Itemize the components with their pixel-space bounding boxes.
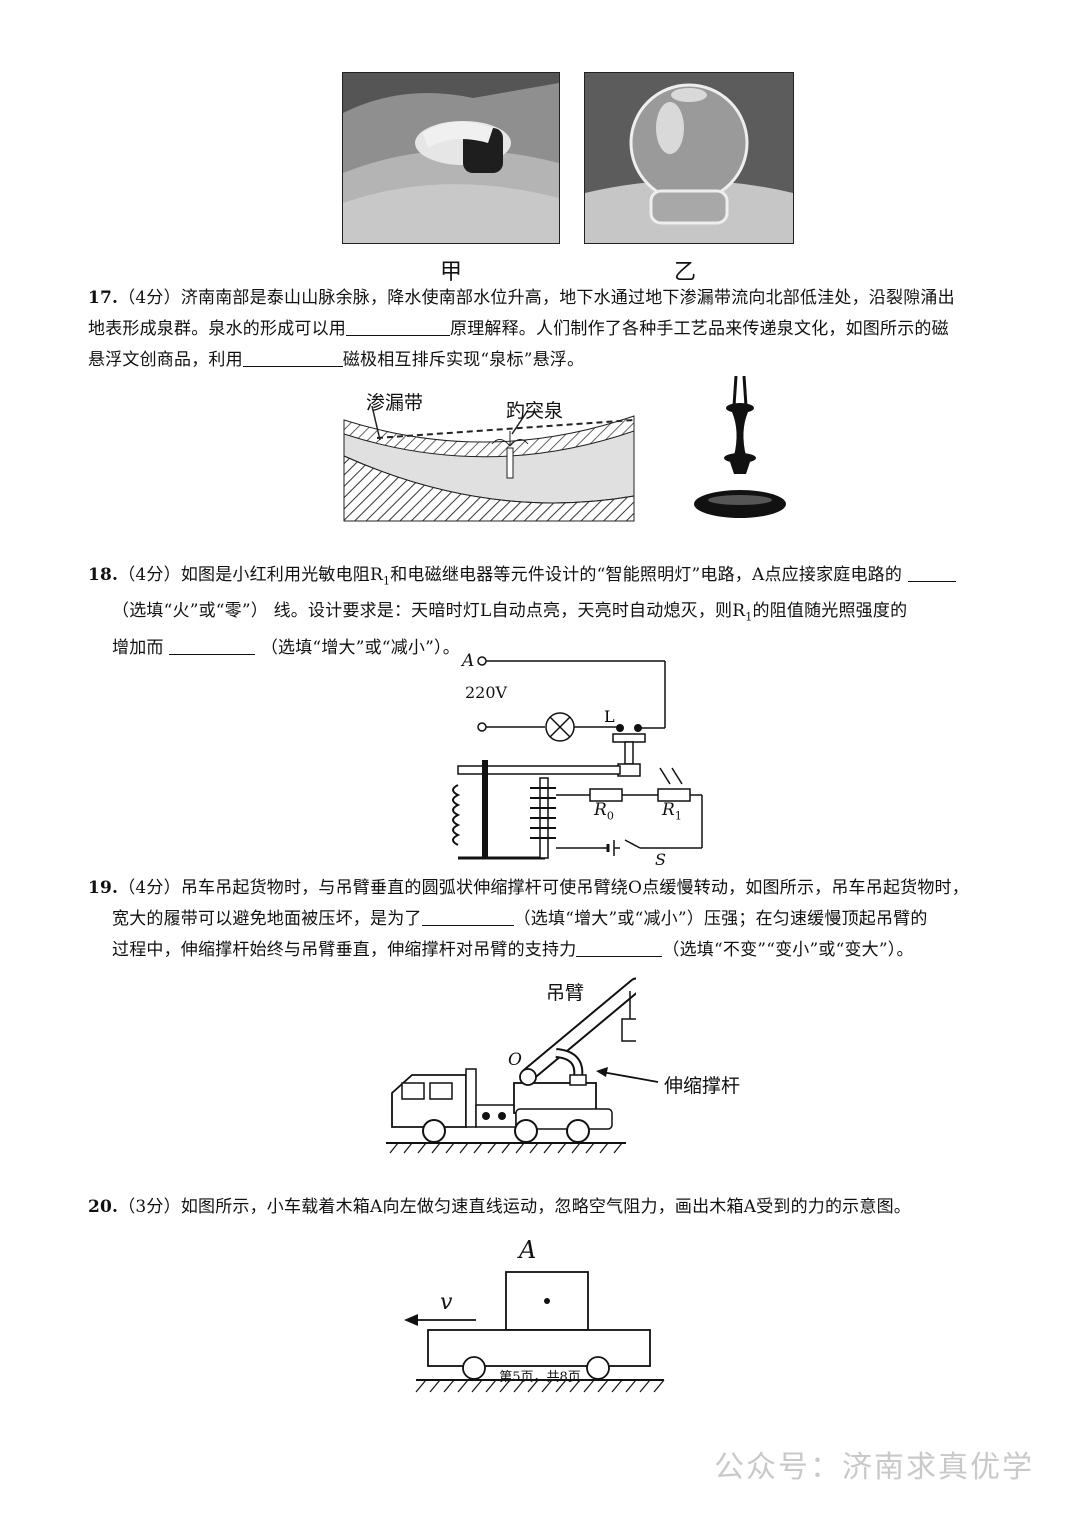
label-baotu-spring: 趵突泉 [506,400,564,422]
crane-diagram [386,977,636,1154]
circuit-label-voltage: 220V [465,683,508,702]
circuit-label-switch: S [655,850,666,869]
question-text: （选填“增大”或“减小”）。 [260,637,460,658]
question-text: （选填“不变”“变小”或“变大”）。 [662,940,914,960]
photo-jia [342,72,560,244]
question-text: 增加而 [112,637,164,658]
question-text: 悬浮文创商品，利用 [88,350,243,370]
question-text: 过程中，伸缩撑杆始终与吊臂垂直，伸缩撑杆对吊臂的支持力 [112,940,577,960]
relay-circuit-diagram: L [452,656,703,860]
answer-blank[interactable] [576,938,663,957]
question-text: 磁极相互排斥实现“泉标”悬浮。 [342,350,585,370]
watermark: 公众号：济南求真优学 [714,1450,1034,1485]
question-score: （4分） [118,878,181,898]
question-number: 20. [88,1197,119,1217]
answer-blank[interactable] [907,563,956,582]
question-text: 原理解释。人们制作了各种手工艺品来传递泉文化，如图所示的磁 [450,319,949,339]
question-17: 17.（4分）济南南部是泰山山脉余脉，降水使南部水位升高，地下水通过地下渗漏带流… [88,283,1053,376]
circuit-label-r0: R0 [594,800,614,823]
answer-blank[interactable] [346,317,450,336]
answer-blank[interactable] [242,348,343,367]
question-text: （选填“增大”或“减小”）压强；在匀速缓慢顶起吊臂的 [513,909,928,929]
label-crane-arm: 吊臂 [546,982,585,1004]
spring-diagram [343,405,635,522]
label-velocity-v: v [440,1290,453,1315]
question-number: 17. [88,288,119,308]
circuit-label-r1: R1 [662,800,682,823]
photo-caption-yi: 乙 [674,260,697,285]
subscript: 1 [745,610,753,624]
label-seep-zone: 渗漏带 [366,392,424,414]
label-pivot-o: O [508,1050,522,1070]
question-text: （选填“火”或“零”） 线。设计要求是：天暗时灯L自动点亮，天亮时自动熄灭，则R [112,601,746,622]
photo-caption-jia: 甲 [440,260,463,285]
question-text: 如图是小红利用光敏电阻R [180,565,384,585]
label-telescopic-strut: 伸缩撑杆 [664,1075,741,1097]
question-text: 吊车吊起货物时，与吊臂垂直的圆弧状伸缩撑杆可使吊臂绕O点缓慢转动，如图所示，吊车… [180,878,969,898]
strut-pointer-arrow [596,1067,659,1083]
photo-yi-image [585,73,793,243]
page-footer: 第5页，共8页 [499,1370,581,1385]
question-text: 地表形成泉群。泉水的形成可以用 [88,319,346,339]
label-box-a: A [519,1236,537,1264]
question-score: （4分） [118,565,181,585]
cart-box-diagram [404,1271,665,1393]
question-number: 19. [88,878,119,898]
answer-blank[interactable] [169,636,256,655]
photo-yi [584,72,794,244]
question-text: 如图所示，小车载着木箱A向左做匀速直线运动，忽略空气阻力，画出木箱A受到的力的示… [180,1197,911,1217]
question-text: 和电磁继电器等元件设计的“智能照明灯”电路，A点应接家庭电路的 [390,565,903,585]
question-18: 18.（4分）如图是小红利用光敏电阻R1和电磁继电器等元件设计的“智能照明灯”电… [88,560,1053,664]
question-score: （3分） [118,1197,181,1217]
question-20: 20.（3分）如图所示，小车载着木箱A向左做匀速直线运动，忽略空气阻力，画出木箱… [88,1192,1053,1223]
answer-blank[interactable] [421,907,514,926]
maglev-spring-logo [694,376,786,518]
question-score: （4分） [118,288,181,308]
question-text: 济南南部是泰山山脉余脉，降水使南部水位升高，地下水通过地下渗漏带流向北部低洼处，… [180,288,955,308]
question-number: 18. [88,565,119,585]
question-19: 19.（4分）吊车吊起货物时，与吊臂垂直的圆弧状伸缩撑杆可使吊臂绕O点缓慢转动，… [88,873,1053,966]
question-text: 的阻值随光照强度的 [752,601,908,622]
photo-jia-image [343,73,559,243]
circuit-label-point-a: A [462,651,475,671]
circuit-label-lamp: L [604,707,615,726]
question-text: 宽大的履带可以避免地面被压坏，是为了 [112,909,422,929]
subscript: 1 [383,574,391,588]
